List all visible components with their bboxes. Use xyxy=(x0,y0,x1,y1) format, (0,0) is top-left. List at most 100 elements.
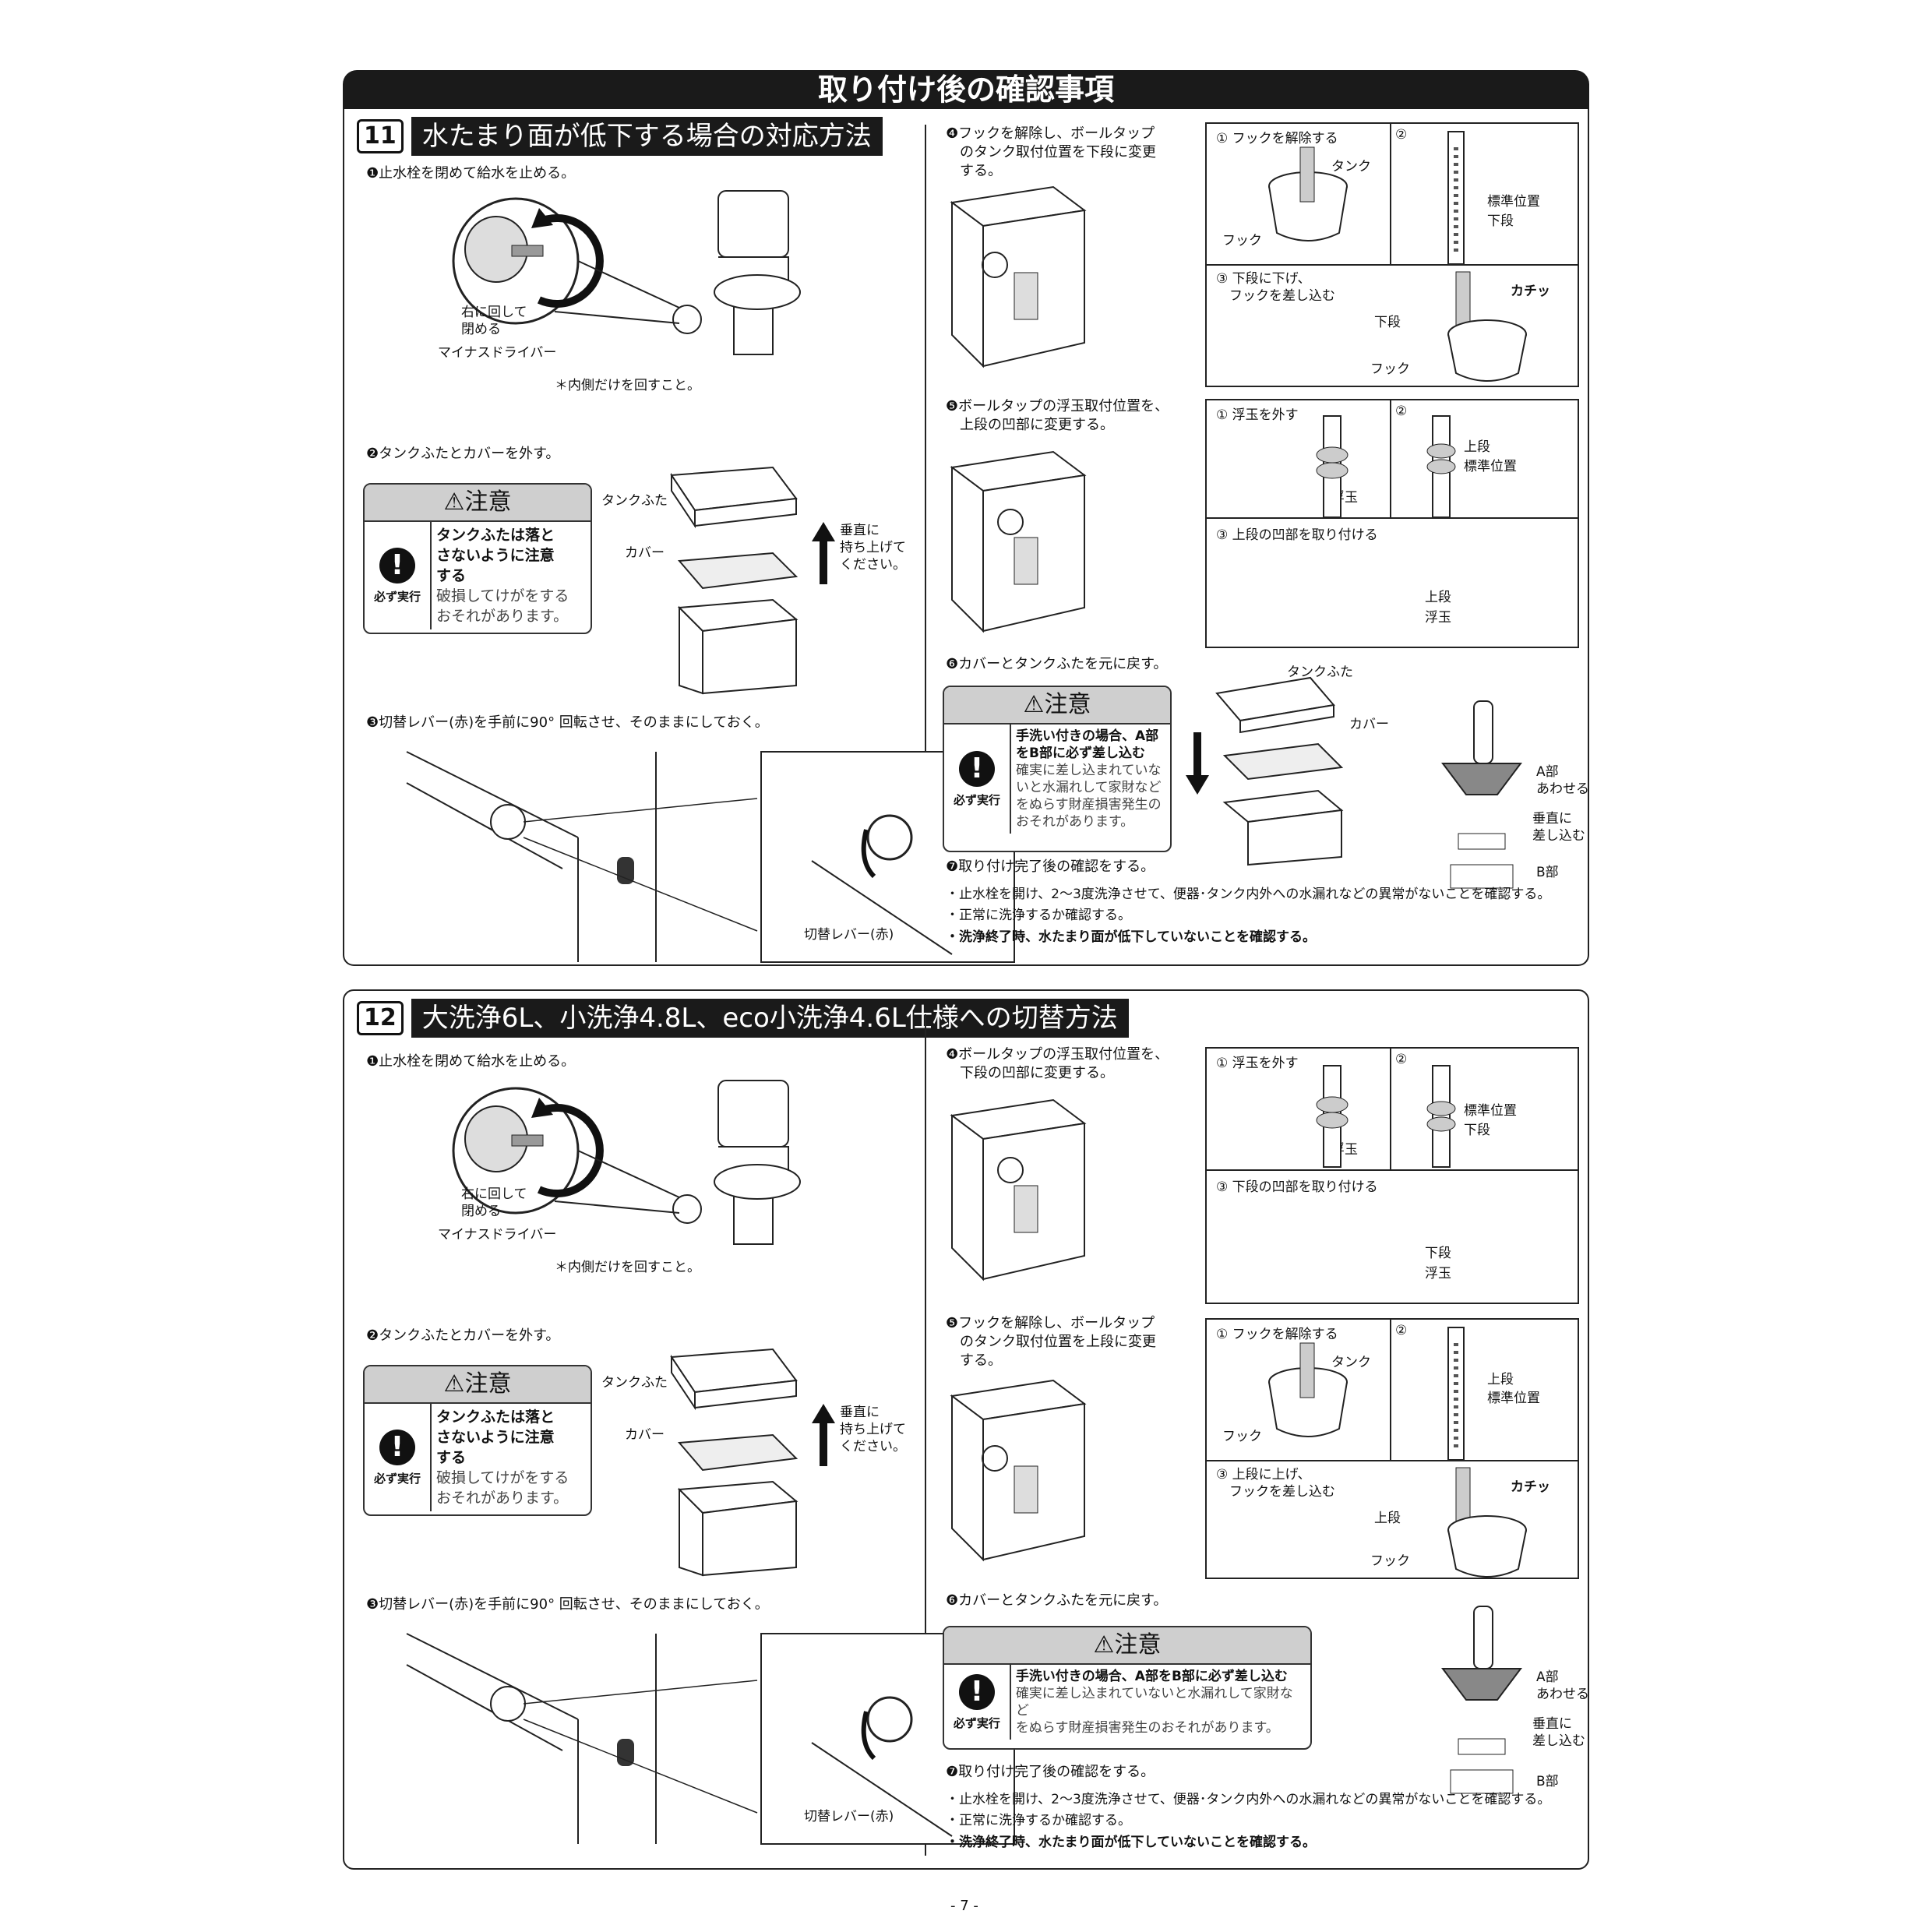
upper-label: 上段 xyxy=(1464,439,1490,455)
warning-triangle-icon: ⚠ xyxy=(1023,691,1045,718)
hook-label: フック xyxy=(1222,233,1262,249)
click-label: カチッ xyxy=(1511,1479,1550,1495)
exclamation-icon: ! xyxy=(959,750,995,787)
sub1-float-label: ① 浮玉を外す xyxy=(1216,1056,1299,1071)
std-pos-label: 標準位置 xyxy=(1487,194,1540,210)
tank-label: タンク xyxy=(1331,159,1371,175)
part-b-label: B部 xyxy=(1536,865,1559,880)
step-6: ❻カバーとタンクふたを元に戻す。 xyxy=(946,1592,1168,1609)
step-7: ❼取り付け完了後の確認をする。 xyxy=(946,1764,1155,1780)
caution-main-text: タンクふたは落と さないように注意 する xyxy=(436,527,555,584)
sub3-label: ③ 上段に上げ、 フックを差し込む xyxy=(1216,1467,1335,1500)
tank-lid-label: タンクふた xyxy=(1287,665,1353,680)
float-label-2: 浮玉 xyxy=(1425,610,1451,626)
stop-valve-illustration xyxy=(452,190,801,355)
step-3: ❸切替レバー(赤)を手前に90° 回転させ、そのままにしておく。 xyxy=(366,714,769,731)
check-3: ・洗浄終了時、水たまり面が低下していないことを確認する。 xyxy=(946,929,1316,945)
float-detail-icon xyxy=(1316,415,1349,518)
tank-illustration-step4 xyxy=(950,185,1087,368)
rail-detail-icon xyxy=(1447,131,1465,265)
tank-lid-illustration xyxy=(670,466,799,695)
screwdriver-label: マイナスドライバー xyxy=(438,345,557,361)
must-do-label: 必ず実行 xyxy=(373,1471,421,1486)
exclamation-icon: ! xyxy=(379,547,415,583)
check-2: ・正常に洗浄するか確認する。 xyxy=(946,908,1131,923)
faucet-insert-illustration xyxy=(1441,1606,1522,1794)
cover-label: カバー xyxy=(625,1427,665,1443)
hook-label-2: フック xyxy=(1370,361,1410,377)
caution-box-2: ⚠注意 ! 必ず実行 手洗い付きの場合、A部 をB部に必ず差し込む 確実に差し込ま… xyxy=(943,686,1172,852)
hook-label-2: フック xyxy=(1370,1553,1410,1569)
caution-main-text: 手洗い付きの場合、A部をB部に必ず差し込む xyxy=(1015,1669,1288,1684)
caution-header: ⚠注意 xyxy=(365,1366,591,1404)
std-pos-label: 標準位置 xyxy=(1464,1103,1517,1119)
column-divider xyxy=(925,125,926,950)
part-a-label: A部 あわせる xyxy=(1536,1669,1589,1702)
must-do-label: 必ず実行 xyxy=(373,589,421,604)
warning-triangle-icon: ⚠ xyxy=(443,1370,465,1398)
hook-insert-icon xyxy=(1447,271,1527,382)
lower-label-2: 下段 xyxy=(1425,1246,1451,1261)
caution-box: ⚠注意 !必ず実行 タンクふたは落と さないように注意 する 破損してけがをする… xyxy=(363,1365,592,1516)
section-title: 水たまり面が低下する場合の対応方法 xyxy=(411,117,883,156)
caution-sub-text: 確実に差し込まれていないと水漏れして家財など をぬらす財産損害発生のおそれがあり… xyxy=(1015,1686,1293,1736)
hook-insert-icon xyxy=(1447,1467,1527,1578)
page-number: - 7 - xyxy=(950,1898,978,1914)
exclamation-icon: ! xyxy=(379,1429,415,1465)
lift-vertical-label: 垂直に 持ち上げて ください。 xyxy=(840,1405,906,1454)
must-do-label: 必ず実行 xyxy=(953,792,1000,807)
turn-right-label: 右に回して 閉める xyxy=(461,305,527,337)
tank-illustration-step5 xyxy=(950,450,1087,633)
sub2-label: ② xyxy=(1395,1052,1408,1067)
step-1: ❶止水栓を閉めて給水を止める。 xyxy=(366,165,576,182)
caution-main-text: 手洗い付きの場合、A部 をB部に必ず差し込む xyxy=(1016,728,1159,761)
caution-box: ⚠注意 !必ず実行 タンクふたは落と さないように注意 する 破損してけがをする… xyxy=(363,483,592,634)
arrow-up-icon xyxy=(812,1404,835,1466)
page-title: 取り付け後の確認事項 xyxy=(343,70,1589,109)
float-detail-icon xyxy=(1316,1065,1349,1168)
cover-label: カバー xyxy=(625,545,665,561)
float-position-icon xyxy=(1426,1065,1456,1168)
switch-lever-label: 切替レバー(赤) xyxy=(804,927,894,943)
stop-valve-illustration xyxy=(452,1080,801,1245)
detail-box-step5: ① 浮玉を外す ② 浮玉 上段 標準位置 ③ 上段の凹部を取り付ける 上段 浮玉 xyxy=(1205,399,1579,648)
sub1-label: ① フックを解除する xyxy=(1216,1327,1338,1342)
caution-sub-text: 破損してけがをする おそれがあります。 xyxy=(436,587,569,625)
warning-triangle-icon: ⚠ xyxy=(1093,1631,1115,1659)
sub2-label: ② xyxy=(1395,1323,1408,1338)
lower-label: 下段 xyxy=(1487,213,1514,229)
sub2-label: ② xyxy=(1395,404,1408,419)
tank-lid-label: タンクふた xyxy=(601,1375,668,1391)
cover-label: カバー xyxy=(1349,717,1389,732)
caution-box-2: ⚠注意 ! 必ず実行 手洗い付きの場合、A部をB部に必ず差し込む 確実に差し込まれ… xyxy=(943,1626,1312,1750)
sub1-float-label: ① 浮玉を外す xyxy=(1216,407,1299,423)
lift-vertical-label: 垂直に 持ち上げて ください。 xyxy=(840,523,906,573)
caution-sub-text: 確実に差し込まれていな いと水漏れして家財など をぬらす財産損害発生の おそれが… xyxy=(1016,763,1162,830)
sub3-label: ③ 下段に下げ、 フックを差し込む xyxy=(1216,271,1335,304)
part-b-label: B部 xyxy=(1536,1774,1559,1789)
float-label-2: 浮玉 xyxy=(1425,1266,1451,1282)
caution-header: ⚠注意 xyxy=(944,687,1170,724)
section-header: 12 大洗浄6L、小洗浄4.8L、eco小洗浄4.6L仕様への切替方法 xyxy=(357,999,1129,1038)
part-a-label: A部 あわせる xyxy=(1536,764,1589,797)
check-1: ・止水栓を開け、2～3度洗浄させて、便器･タンク内外への水漏れなどの異常がないこ… xyxy=(946,887,1551,902)
caution-header: ⚠注意 xyxy=(944,1627,1310,1665)
must-do-label: 必ず実行 xyxy=(953,1715,1000,1730)
exclamation-icon: ! xyxy=(958,1673,995,1710)
section-title: 大洗浄6L、小洗浄4.8L、eco小洗浄4.6L仕様への切替方法 xyxy=(411,999,1129,1038)
std-pos-label: 標準位置 xyxy=(1464,459,1517,474)
detail-box-step4: ① 浮玉を外す ② 浮玉 標準位置 下段 ③ 下段の凹部を取り付ける 下段 浮玉 xyxy=(1205,1047,1579,1304)
click-label: カチッ xyxy=(1511,284,1550,299)
column-divider xyxy=(925,1014,926,1856)
hook-label: フック xyxy=(1222,1429,1262,1444)
upper-label: 上段 xyxy=(1487,1372,1514,1387)
upper-label-2: 上段 xyxy=(1425,590,1451,605)
step-2: ❷タンクふたとカバーを外す。 xyxy=(366,446,560,462)
sub1-label: ① フックを解除する xyxy=(1216,131,1338,146)
step-3: ❸切替レバー(赤)を手前に90° 回転させ、そのままにしておく。 xyxy=(366,1596,769,1613)
std-pos-label: 標準位置 xyxy=(1487,1391,1540,1406)
step-5: ❺ボールタップの浮玉取付位置を、 上段の凹部に変更する。 xyxy=(946,398,1169,433)
detail-box-step4: ① フックを解除する ② タンク フック 標準位置 下段 ③ 下段に下げ、 フッ… xyxy=(1205,122,1579,387)
inner-only-note: ＊内側だけを回すこと。 xyxy=(555,378,700,393)
caution-main-text: タンクふたは落と さないように注意 する xyxy=(436,1408,555,1466)
